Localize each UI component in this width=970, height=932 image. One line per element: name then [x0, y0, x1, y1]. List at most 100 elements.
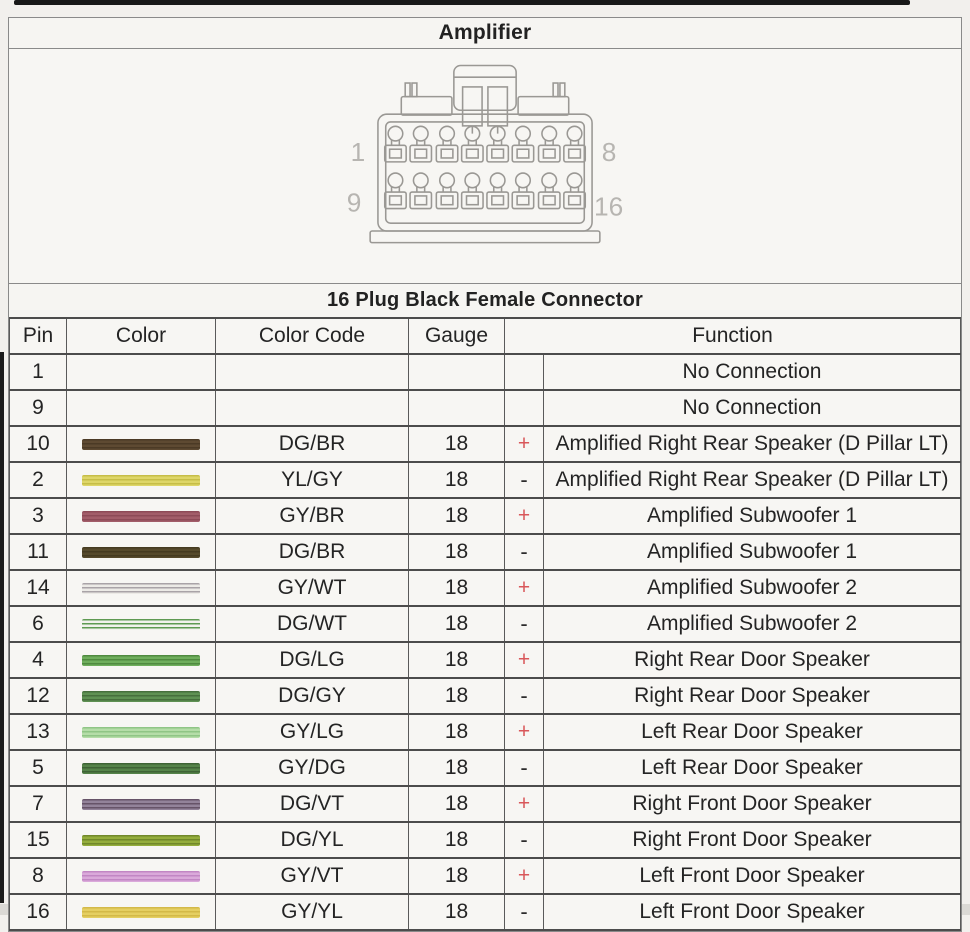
connector-terminals-row1 [383, 125, 587, 163]
polarity-cell [504, 389, 544, 427]
function-cell: Right Front Door Speaker [543, 821, 961, 859]
pin-cell: 10 [9, 425, 67, 463]
wire-color-swatch [82, 726, 200, 738]
connector-caption: 16 Plug Black Female Connector [326, 289, 644, 311]
polarity-cell: - [504, 461, 544, 499]
table-row: 6 DG/WT 18 - Amplified Subwoofer 2 [9, 605, 961, 643]
color-code-cell: YL/GY [215, 461, 409, 499]
wire-color-cell [66, 785, 216, 823]
wire-color-swatch [82, 906, 200, 918]
function-cell: Left Rear Door Speaker [543, 713, 961, 751]
function-cell: Amplified Subwoofer 1 [543, 533, 961, 571]
header-color-code: Color Code [215, 317, 409, 355]
scan-artifact-left [0, 352, 4, 903]
gauge-cell: 18 [408, 461, 505, 499]
color-code-cell: DG/VT [215, 785, 409, 823]
polarity-cell: + [504, 641, 544, 679]
function-cell: No Connection [543, 389, 961, 427]
wire-color-swatch [82, 798, 200, 810]
table-row: 4 DG/LG 18 + Right Rear Door Speaker [9, 641, 961, 679]
color-code-cell: GY/VT [215, 857, 409, 895]
wire-color-cell [66, 533, 216, 571]
color-code-cell [215, 389, 409, 427]
wire-color-cell [66, 389, 216, 427]
gauge-cell: 18 [408, 497, 505, 535]
polarity-cell: - [504, 677, 544, 715]
wire-color-cell [66, 569, 216, 607]
table-row: 15 DG/YL 18 - Right Front Door Speaker [9, 821, 961, 859]
pin-cell: 2 [9, 461, 67, 499]
wire-color-swatch [82, 618, 200, 630]
wire-color-cell [66, 713, 216, 751]
header-pin: Pin [9, 317, 67, 355]
wire-color-swatch [82, 834, 200, 846]
function-cell: Amplified Right Rear Speaker (D Pillar L… [543, 425, 961, 463]
color-code-cell: GY/WT [215, 569, 409, 607]
connector-pin-label-1: 1 [351, 137, 366, 167]
pin-cell: 8 [9, 857, 67, 895]
gauge-cell: 18 [408, 641, 505, 679]
table-row: 3 GY/BR 18 + Amplified Subwoofer 1 [9, 497, 961, 535]
table-row: 16 GY/YL 18 - Left Front Door Speaker [9, 893, 961, 931]
table-row: 13 GY/LG 18 + Left Rear Door Speaker [9, 713, 961, 751]
color-code-cell: GY/DG [215, 749, 409, 787]
polarity-cell: + [504, 569, 544, 607]
color-code-cell: GY/LG [215, 713, 409, 751]
pin-cell: 13 [9, 713, 67, 751]
table-row: 9 No Connection [9, 389, 961, 427]
wire-color-swatch [82, 654, 200, 666]
wire-color-swatch [82, 438, 200, 450]
pin-cell: 14 [9, 569, 67, 607]
wire-color-cell [66, 893, 216, 931]
color-code-cell [215, 353, 409, 391]
gauge-cell: 18 [408, 821, 505, 859]
wire-color-cell [66, 641, 216, 679]
gauge-cell: 18 [408, 749, 505, 787]
header-color: Color [66, 317, 216, 355]
polarity-cell: + [504, 785, 544, 823]
pin-cell: 3 [9, 497, 67, 535]
wire-color-cell [66, 605, 216, 643]
function-cell: Amplified Subwoofer 1 [543, 497, 961, 535]
gauge-cell: 18 [408, 533, 505, 571]
connector-shoulder-right [517, 82, 570, 116]
function-cell: No Connection [543, 353, 961, 391]
pin-cell: 11 [9, 533, 67, 571]
gauge-cell: 18 [408, 785, 505, 823]
color-code-cell: DG/BR [215, 533, 409, 571]
header-gauge: Gauge [408, 317, 505, 355]
connector-base [369, 230, 601, 244]
pin-cell: 4 [9, 641, 67, 679]
function-cell: Left Front Door Speaker [543, 893, 961, 931]
function-cell: Right Rear Door Speaker [543, 677, 961, 715]
function-cell: Right Rear Door Speaker [543, 641, 961, 679]
color-code-cell: DG/GY [215, 677, 409, 715]
polarity-cell: - [504, 893, 544, 931]
pin-cell: 6 [9, 605, 67, 643]
scan-artifact-top [14, 0, 910, 5]
gauge-cell: 18 [408, 857, 505, 895]
page-title: Amplifier [9, 18, 961, 49]
table-row: 8 GY/VT 18 + Left Front Door Speaker [9, 857, 961, 895]
polarity-cell: + [504, 497, 544, 535]
wire-color-cell [66, 749, 216, 787]
pin-cell: 5 [9, 749, 67, 787]
function-cell: Right Front Door Speaker [543, 785, 961, 823]
gauge-cell: 18 [408, 713, 505, 751]
wire-color-swatch [82, 474, 200, 486]
connector-pin-label-8: 8 [602, 137, 617, 167]
function-cell: Amplified Subwoofer 2 [543, 605, 961, 643]
gauge-cell: 18 [408, 677, 505, 715]
connector-pin-label-9: 9 [347, 188, 362, 218]
wire-color-cell [66, 425, 216, 463]
wire-color-swatch [82, 582, 200, 594]
pin-cell: 9 [9, 389, 67, 427]
pin-cell: 16 [9, 893, 67, 931]
gauge-cell [408, 389, 505, 427]
function-cell: Amplified Right Rear Speaker (D Pillar L… [543, 461, 961, 499]
function-cell: Left Rear Door Speaker [543, 749, 961, 787]
polarity-cell: - [504, 605, 544, 643]
wire-color-swatch [82, 510, 200, 522]
wire-color-cell [66, 461, 216, 499]
pinout-header-row: Pin Color Color Code Gauge Function [9, 317, 961, 355]
